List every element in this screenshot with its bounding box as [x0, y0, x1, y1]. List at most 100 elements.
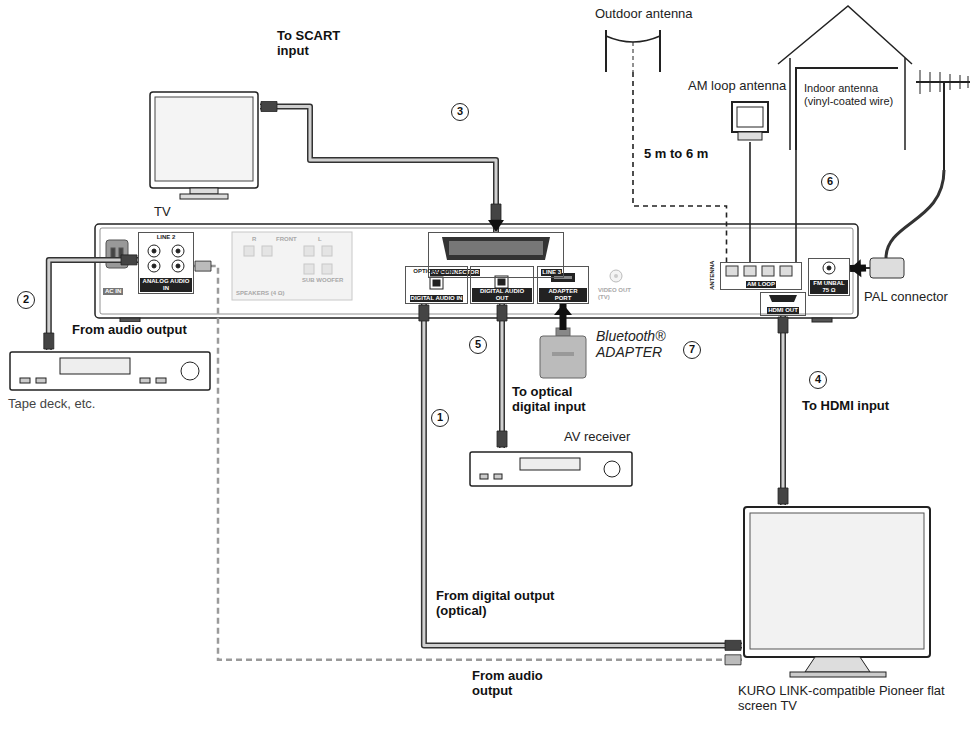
cable-label: From audio output: [70, 322, 204, 337]
node-text: AM LOOP: [746, 281, 776, 288]
connector: [850, 259, 866, 277]
hdmi-port: [769, 295, 797, 302]
speaker-terminals: [262, 246, 272, 256]
connector: [497, 304, 507, 448]
node-text: PAL connector: [864, 289, 964, 304]
rca-jacks: [172, 245, 184, 257]
outdoor-antenna-drawing: [633, 42, 634, 72]
hdmi-port: [769, 295, 797, 302]
bluetooth-adapter-drawing: [540, 336, 586, 378]
fm-jack: [827, 266, 831, 270]
video-out-jack: [610, 270, 622, 282]
main-unit-rear-panel: [95, 224, 858, 318]
fm-roof-antenna: [930, 72, 931, 92]
speaker-terminals: [322, 246, 332, 256]
connector: [633, 72, 727, 262]
optical-jacks: [498, 279, 505, 285]
arrowhead: [554, 304, 572, 315]
main-unit-rear-panel: [100, 228, 853, 314]
fm-roof-antenna: [920, 70, 921, 94]
arrowhead: [850, 259, 861, 277]
flat-screen-tv-drawing: [790, 672, 886, 677]
tv-drawing: [155, 97, 253, 181]
tape-deck-drawing: [10, 352, 210, 390]
video-out-jack: [614, 274, 618, 278]
am-loop-antenna-drawing: [732, 102, 768, 140]
am-terminals: [726, 266, 738, 276]
cable: [194, 266, 742, 660]
flat-screen-tv-drawing: [744, 507, 930, 657]
panel-label: ANTENNA: [709, 261, 716, 290]
fm-jack: [823, 262, 835, 274]
main-unit-rear-panel: [812, 318, 832, 322]
indoor-antenna: Indoor antenna (vinyl-coated wire): [790, 10, 905, 150]
cable-plug: [419, 305, 429, 321]
tv-drawing: [180, 194, 228, 199]
hdmi-out: HDMI OUT: [760, 292, 806, 316]
speaker-terminals: [232, 232, 352, 300]
rca-jacks: [152, 264, 156, 268]
av-receiver-drawing: [494, 474, 502, 479]
fm-roof-antenna: [886, 70, 970, 258]
am-terminals: [726, 266, 792, 276]
callout-number: 6: [821, 173, 839, 191]
tv-drawing: [190, 188, 218, 194]
bluetooth-adapter-drawing: [540, 328, 586, 378]
house-drawing: [778, 6, 912, 150]
cable-label: From audio output: [470, 668, 574, 698]
ac-inlet: [111, 248, 115, 258]
node-text: AV receiver: [564, 429, 654, 444]
fm-roof-antenna: [950, 74, 951, 90]
node-text: AM loop antenna: [688, 78, 798, 93]
tape-deck-drawing: [140, 378, 150, 383]
connector: [419, 304, 742, 650]
cable-plug: [195, 261, 211, 271]
optical-out: DIGITAL AUDIO OUT: [470, 266, 534, 304]
outdoor-antenna: Outdoor antenna: [603, 30, 663, 72]
pal-plug: [866, 267, 870, 269]
callout-number: 4: [809, 371, 827, 389]
callout-number: 5: [469, 336, 487, 354]
am-terminals: [744, 266, 756, 276]
av-receiver-drawing: [480, 474, 488, 479]
av-receiver-drawing: [520, 458, 580, 470]
bluetooth-adapter: Bluetooth® ADAPTER: [538, 330, 588, 378]
tape-deck-drawing: [36, 378, 46, 383]
speaker-terminals: [304, 264, 314, 274]
flat-screen-tv-drawing: [744, 507, 930, 677]
speaker-terminals: [232, 232, 352, 300]
node-text: HDMI OUT: [767, 307, 799, 314]
connector: [194, 261, 742, 665]
connector: [778, 316, 788, 505]
connector: [260, 102, 504, 233]
am-terminals: [780, 266, 792, 276]
rca-jacks: [176, 264, 180, 268]
callout-number: 1: [431, 409, 449, 427]
av-receiver-drawing: [470, 452, 632, 486]
fm-jack: [823, 262, 835, 274]
rca-jacks: [148, 260, 160, 272]
antenna-wire: [795, 150, 797, 262]
am-terminal: AM LOOP: [720, 262, 802, 290]
node-text: DIGITAL AUDIO OUT: [472, 288, 532, 302]
pal-connector: PAL connector: [866, 253, 906, 283]
cable-plug: [497, 431, 507, 447]
tape-deck-drawing: [10, 352, 210, 390]
callout-number: 3: [451, 103, 469, 121]
panel-label: AC IN: [103, 288, 123, 295]
rca-jacks: [148, 245, 160, 257]
cable-label: To HDMI input: [800, 398, 904, 413]
tape-deck-drawing: [181, 362, 199, 380]
am-loop-antenna-drawing: [738, 132, 762, 140]
tv-drawing: [150, 92, 258, 199]
rca-jacks: [148, 245, 184, 272]
cable-plug: [778, 488, 788, 504]
panel-label: FRONT: [276, 236, 297, 243]
node-text: TV: [154, 204, 214, 219]
tv-drawing: [150, 92, 258, 188]
video-out-jack: [610, 270, 622, 282]
cable-plug: [497, 305, 507, 321]
